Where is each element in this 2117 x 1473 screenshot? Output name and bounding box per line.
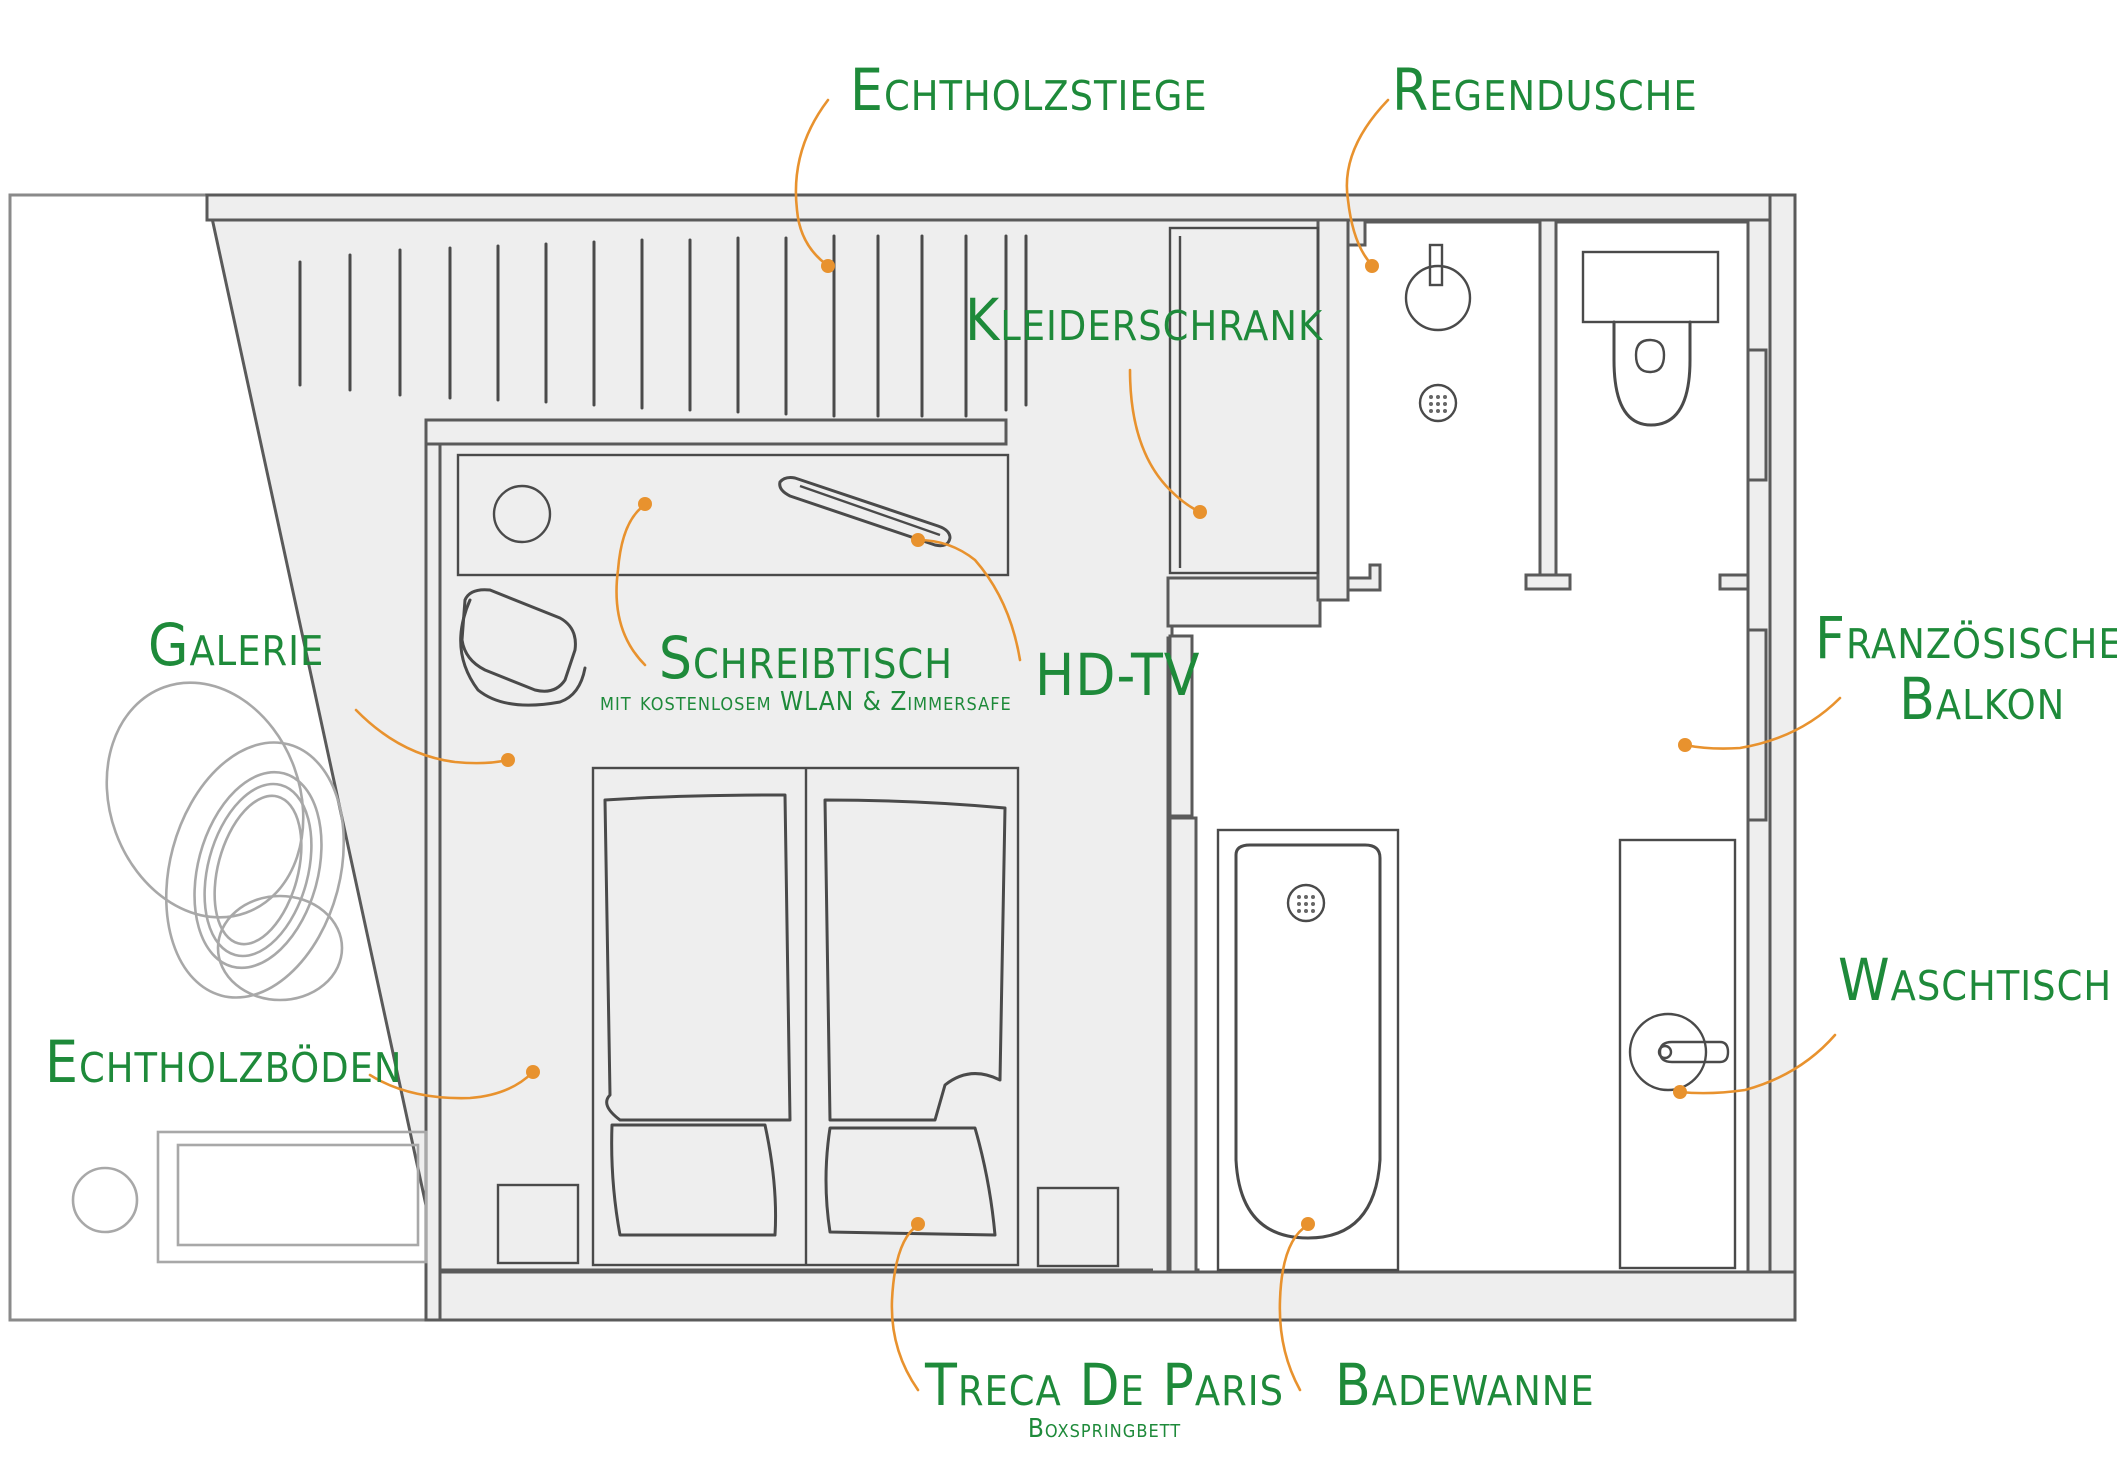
label-regendusche-text: Regendusche: [1392, 56, 1698, 124]
wardrobe: [1168, 226, 1320, 575]
label-waschtisch-text: Waschtisch: [1838, 946, 2113, 1014]
label-galerie-text: Galerie: [148, 611, 325, 679]
nightstands: [496, 1183, 1120, 1268]
label-echtholzstiege-text: Echtholzstiege: [850, 56, 1208, 124]
label-badewanne: Badewanne: [1335, 1355, 1595, 1416]
label-schreibtisch-text: Schreibtisch: [658, 624, 953, 692]
label-kleiderschrank-text: Kleiderschrank: [965, 286, 1324, 354]
label-kleiderschrank: Kleiderschrank: [965, 290, 1323, 351]
leaders: [354, 98, 1842, 1392]
label-franz-balkon-line1: Französischer: [1815, 604, 2117, 672]
label-hd-tv-text: HD-TV: [1035, 641, 1201, 709]
bathtub: [1216, 828, 1400, 1272]
label-echtholzboeden: Echtholzböden: [45, 1032, 403, 1093]
wall-segments: [205, 193, 1797, 1322]
label-treca: Treca De Paris Boxspringbett: [925, 1355, 1284, 1443]
toilet: [1581, 250, 1720, 427]
gallery-rugs: [105, 681, 346, 1002]
label-echtholzstiege: Echtholzstiege: [850, 60, 1208, 121]
label-badewanne-text: Badewanne: [1335, 1351, 1595, 1419]
label-franz-balkon-line2: Balkon: [1899, 664, 2066, 733]
label-schreibtisch: Schreibtisch mit kostenlosem WLAN & Zimm…: [600, 628, 1012, 716]
desk: [456, 453, 1010, 577]
gallery-sofa: [71, 1130, 428, 1264]
french-balcony-notches: [1746, 348, 1768, 822]
label-galerie: Galerie: [148, 615, 324, 676]
label-regendusche: Regendusche: [1392, 60, 1698, 121]
washstand: [1618, 838, 1737, 1270]
label-schreibtisch-sub: mit kostenlosem WLAN & Zimmersafe: [600, 686, 1012, 717]
label-franz-balkon: Französischer Balkon: [1815, 608, 2117, 730]
desk-chair: [459, 588, 587, 707]
rain-shower: [1404, 243, 1472, 423]
label-waschtisch: Waschtisch: [1838, 950, 2112, 1011]
label-hd-tv: HD-TV: [1035, 645, 1201, 706]
label-treca-text: Treca De Paris: [925, 1351, 1285, 1419]
label-echtholzboeden-text: Echtholzböden: [45, 1028, 403, 1096]
staircase: [298, 234, 1028, 418]
bed: [591, 766, 1020, 1267]
label-treca-sub: Boxspringbett: [1027, 1413, 1182, 1444]
